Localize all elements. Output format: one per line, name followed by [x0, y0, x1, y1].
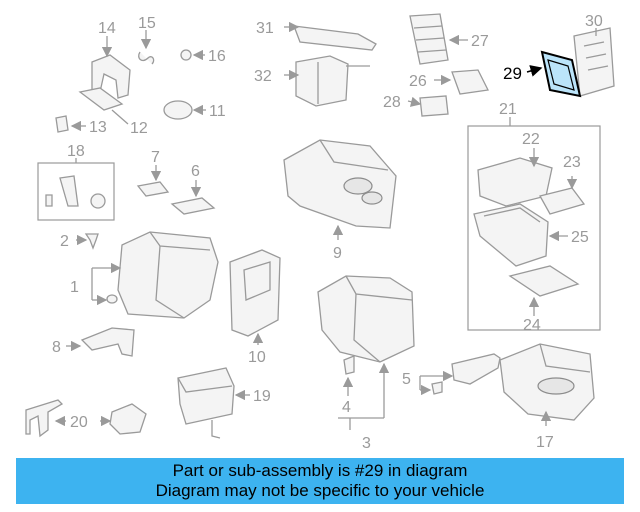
part-20-brackets: 20 [25, 399, 147, 438]
part-9-trim: 9 [283, 139, 397, 262]
callout-6: 6 [191, 163, 200, 180]
callout-29: 29 [503, 64, 522, 83]
callout-19: 19 [253, 388, 271, 405]
part-29-highlighted: 29 [503, 50, 582, 98]
part-25-bin: 25 [473, 203, 589, 267]
callout-23: 23 [563, 154, 581, 171]
part-6-pad: 6 [170, 163, 216, 215]
callout-7: 7 [151, 149, 160, 166]
part-3-frame: 3 [317, 275, 415, 452]
callout-15: 15 [138, 15, 156, 32]
callout-1: 1 [70, 279, 79, 296]
group-21-armrest: 21 [467, 101, 601, 331]
part-28-connector: 28 [383, 94, 449, 117]
part-2-screw: 2 [60, 233, 99, 250]
part-24-mat: 24 [508, 265, 580, 334]
part-4-clip: 4 [342, 355, 355, 416]
info-banner: Part or sub-assembly is #29 in diagram D… [16, 458, 624, 504]
part-12-mat: 12 [78, 87, 148, 137]
part-7-pad: 7 [136, 149, 170, 197]
part-5-bracket: 5 [402, 353, 501, 396]
callout-4: 4 [342, 399, 351, 416]
callout-20: 20 [70, 414, 88, 431]
callout-9: 9 [333, 245, 342, 262]
callout-13: 13 [89, 119, 107, 136]
callout-8: 8 [52, 339, 61, 356]
callout-32: 32 [254, 68, 272, 85]
callout-22: 22 [522, 131, 540, 148]
part-1-console-body: 1 [70, 231, 219, 319]
part-18-kit: 18 [37, 143, 115, 221]
part-13-clip: 13 [55, 115, 107, 136]
callout-28: 28 [383, 94, 401, 111]
callout-24: 24 [523, 317, 541, 334]
callout-14: 14 [98, 20, 116, 37]
callout-18: 18 [67, 143, 85, 160]
part-16-pin: 16 [180, 48, 226, 65]
part-22-lid: 22 [477, 131, 553, 207]
callout-11: 11 [209, 103, 226, 120]
part-31-lid: 31 [256, 20, 377, 51]
part-23-pad: 23 [539, 154, 586, 215]
banner-line-disclaimer: Diagram may not be specific to your vehi… [155, 481, 485, 500]
part-15-clip: 15 [138, 15, 156, 65]
callout-25: 25 [571, 229, 589, 246]
callout-27: 27 [471, 33, 489, 50]
callout-12: 12 [130, 120, 148, 137]
callout-16: 16 [208, 48, 226, 65]
callout-26: 26 [409, 73, 427, 90]
callout-5: 5 [402, 371, 411, 388]
parts-diagram: 14 15 16 12 11 13 18 7 [25, 13, 615, 452]
callout-10: 10 [248, 349, 266, 366]
callout-30: 30 [585, 13, 603, 30]
callout-2: 2 [60, 233, 69, 250]
callout-17: 17 [536, 434, 554, 451]
part-11-ring: 11 [163, 100, 226, 120]
part-14-bracket: 14 [91, 20, 131, 99]
part-26-switch: 26 [409, 69, 489, 95]
callout-3: 3 [362, 435, 371, 452]
part-17-rear-console: 17 [499, 343, 595, 451]
part-19-bin: 19 [177, 367, 271, 439]
callout-21: 21 [499, 101, 517, 118]
callout-31: 31 [256, 20, 274, 37]
part-30-panel: 30 [573, 13, 615, 97]
part-32-shifter: 32 [254, 55, 370, 107]
banner-line-part: Part or sub-assembly is #29 in diagram [172, 461, 468, 480]
part-10-panel: 10 [229, 249, 281, 366]
part-27-bracket: 27 [409, 13, 489, 65]
part-8-bracket: 8 [52, 327, 135, 357]
